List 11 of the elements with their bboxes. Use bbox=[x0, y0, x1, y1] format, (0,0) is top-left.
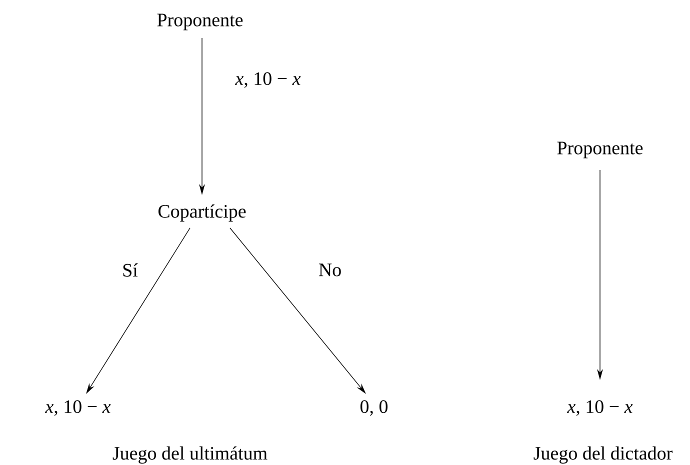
node-text: Proponente bbox=[557, 142, 643, 158]
node-text: x, 10 − x bbox=[44, 400, 111, 416]
node-text: x, 10 − x bbox=[566, 400, 633, 416]
node-text: Copartícipe bbox=[158, 204, 246, 222]
node-text: 0, 0 bbox=[360, 400, 388, 416]
caption: Juego del ultimátum bbox=[112, 446, 268, 464]
caption: Juego del dictador bbox=[534, 446, 672, 464]
edge-label: Sí bbox=[121, 262, 139, 278]
edge-label: No bbox=[317, 262, 343, 278]
edge-label: x, 10 − x bbox=[234, 71, 302, 89]
node-text: Proponente bbox=[157, 14, 243, 30]
